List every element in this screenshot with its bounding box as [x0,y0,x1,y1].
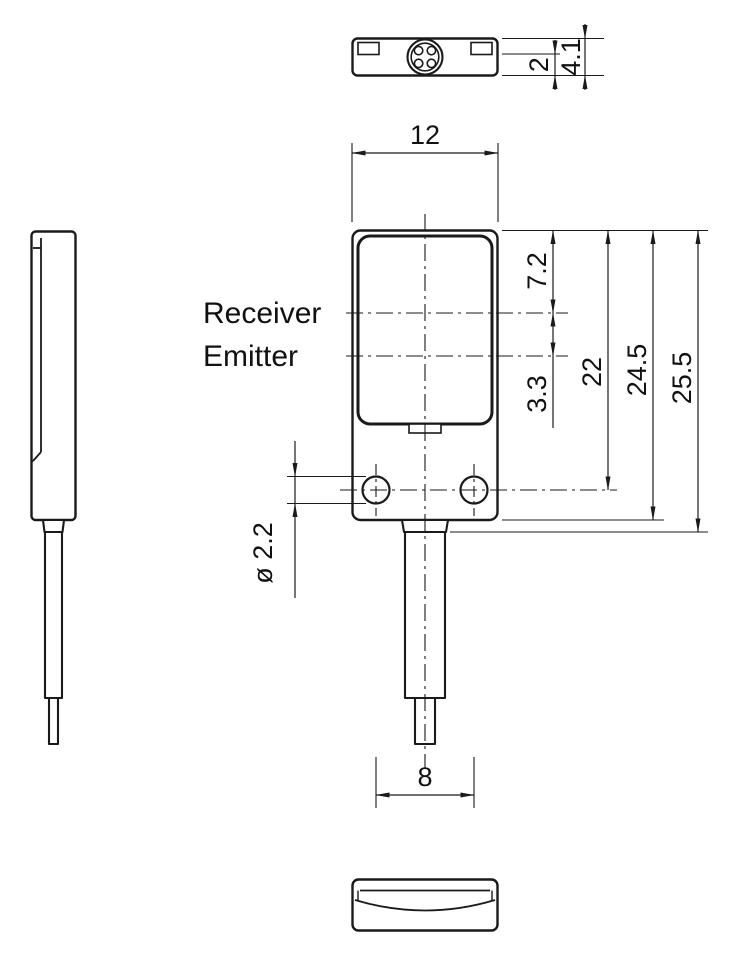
top-view-left-block [357,41,380,56]
side-view-cable-shoulder [41,518,66,534]
dim-head-thickness: 2 4.1 [502,24,604,90]
side-view [30,230,77,746]
axis-labels: Receiver Emitter [203,297,321,373]
dim-3-3-value: 3.3 [522,375,552,413]
dim-2-value: 2 [524,57,554,72]
dim-hole-diameter-value: ø 2.2 [248,522,278,584]
dim-25-5-value: 25.5 [667,352,697,405]
dim-22-value: 22 [577,357,607,387]
dim-24-5-value: 24.5 [622,344,652,397]
top-view-right-block [470,41,493,56]
receiver-label: Receiver [203,297,321,330]
connector-pin-icon [413,45,424,56]
dim-8-value: 8 [417,762,432,792]
side-view-cable-tip [47,696,60,746]
connector-pin-icon [426,58,437,69]
side-view-body [30,230,77,522]
side-view-cable [43,530,64,700]
connector-pin-icon [426,45,437,56]
dim-hole-diameter: ø 2.2 [248,441,366,598]
top-view [351,37,499,77]
dim-4-1-value: 4.1 [556,38,586,76]
front-view [340,214,617,768]
dim-12-value: 12 [410,120,440,150]
emitter-label: Emitter [203,340,298,373]
bottom-view-body [351,878,499,932]
bottom-view-groove-curve [354,899,496,912]
dim-body-width: 12 [351,120,499,222]
side-view-step-chamfer [32,451,42,462]
bottom-view [351,878,499,932]
dim-7-2-value: 7.2 [522,252,552,290]
dim-right-chain: 7.2 3.3 22 24.5 25.5 [450,229,708,533]
dim-hole-spacing: 8 [375,757,475,808]
connector-pin-icon [413,58,424,69]
